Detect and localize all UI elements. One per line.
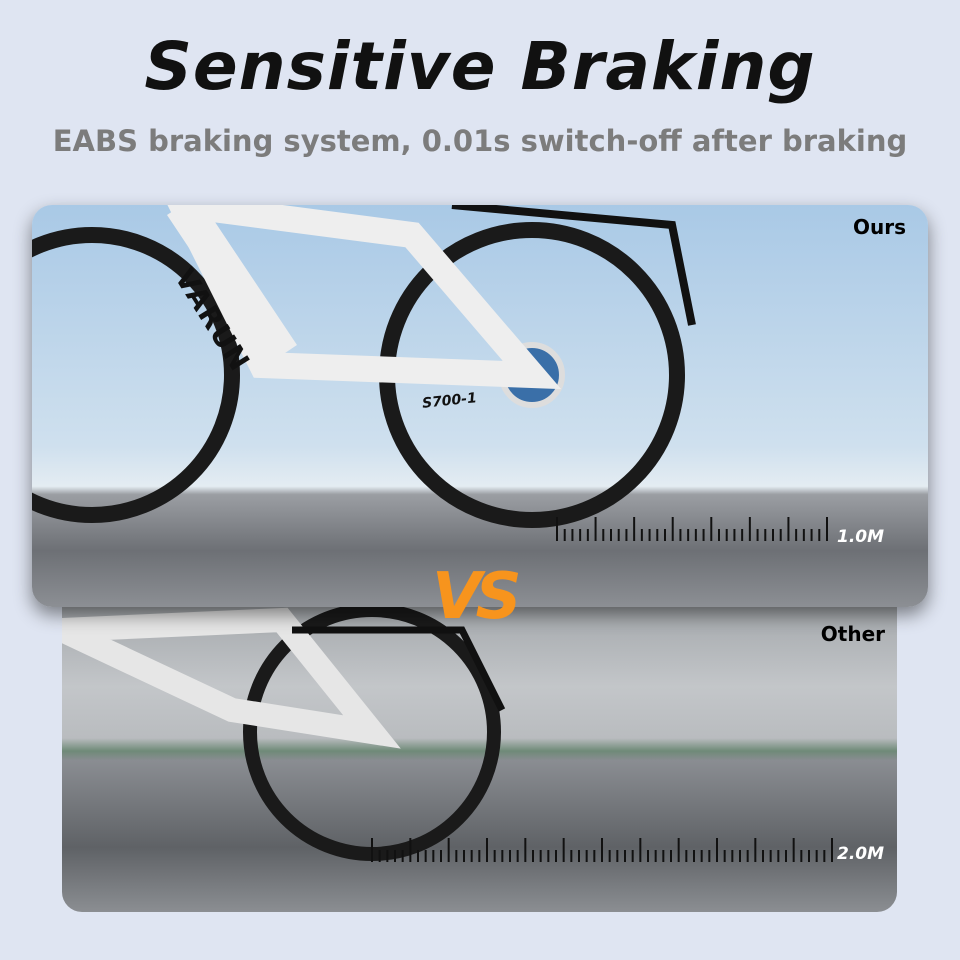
ours-distance: 1.0M (837, 527, 885, 547)
ours-label: Ours (852, 215, 906, 239)
page-title: Sensitive Braking (144, 28, 816, 105)
ours-panel: VARUN S700-1 Ours 1.0M (32, 205, 928, 607)
other-bike-image (62, 603, 833, 862)
other-distance: 2.0M (837, 844, 885, 864)
page-subtitle: EABS braking system, 0.01s switch-off af… (52, 124, 908, 158)
other-panel: Other 2.0M (62, 590, 897, 912)
vs-badge: VS (432, 560, 522, 634)
ours-bike-image (32, 205, 828, 541)
other-label: Other (820, 622, 885, 646)
